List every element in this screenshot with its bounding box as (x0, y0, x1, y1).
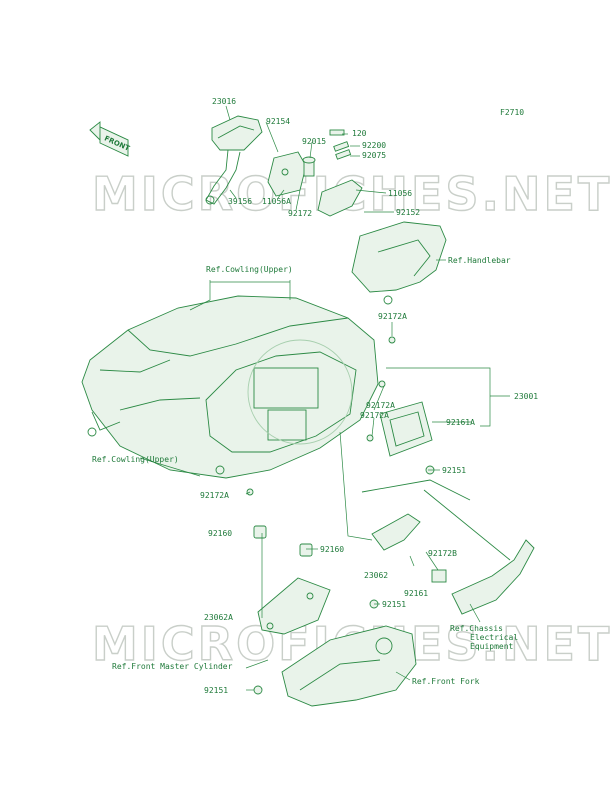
label-92172a-1: 92172A (378, 312, 407, 321)
label-92161: 92161 (404, 589, 428, 598)
label-92151-a: 92151 (442, 466, 466, 475)
label-ref-front-master-cylinder: Ref.Front Master Cylinder (112, 662, 233, 671)
label-120: 120 (352, 129, 367, 138)
bracket-23016-icon (205, 115, 263, 205)
label-92172b: 92172B (428, 549, 457, 558)
label-equipment: Equipment (470, 642, 514, 651)
label-92151-c: 92151 (204, 686, 228, 695)
label-39156: 39156 (228, 197, 252, 206)
label-92172: 92172 (288, 209, 312, 218)
label-23001: 23001 (514, 392, 538, 401)
label-ref-cowling-upper-top: Ref.Cowling(Upper) (206, 265, 293, 274)
pin-120-icon (329, 129, 352, 160)
label-92161a: 92161A (446, 418, 475, 427)
label-92172a-3: 92172A (360, 411, 389, 420)
cowling-upper-icon (81, 295, 379, 479)
figure-code: F2710 (500, 108, 524, 117)
label-11056a: 11056A (262, 197, 291, 206)
lower-stay-icon (257, 577, 331, 635)
bracket-23062-icon (361, 479, 471, 551)
label-ref-cowling-upper-left: Ref.Cowling(Upper) (92, 455, 179, 464)
label-23062a: 23062A (204, 613, 233, 622)
bracket-11056-icon (317, 179, 363, 217)
label-92160-a: 92160 (208, 529, 232, 538)
bolt-92015-icon (302, 156, 316, 177)
leader-lines (139, 105, 510, 691)
label-ref-front-fork: Ref.Front Fork (412, 677, 480, 686)
label-92151-b: 92151 (382, 600, 406, 609)
front-arrow-icon: FRONT (89, 121, 131, 157)
label-ref-chassis: Ref.Chassis (450, 624, 503, 633)
handlebar-bracket-icon (351, 221, 447, 305)
label-92015: 92015 (302, 137, 326, 146)
label-ref-handlebar: Ref.Handlebar (448, 256, 511, 265)
label-92160-b: 92160 (320, 545, 344, 554)
label-electrical: Electrical (470, 633, 518, 642)
bracket-11056a-icon (267, 151, 307, 197)
part-labels: 23016 92154 92015 120 92200 92075 39156 … (92, 97, 538, 695)
label-92152: 92152 (396, 208, 420, 217)
label-92075: 92075 (362, 151, 386, 160)
ecu-unit-icon (379, 401, 433, 457)
label-23016: 23016 (212, 97, 236, 106)
label-92172a-2: 92172A (366, 401, 395, 410)
grommet-92160-icon (253, 525, 313, 557)
label-23062: 23062 (364, 571, 388, 580)
label-92172a-4: 92172A (200, 491, 229, 500)
label-92154: 92154 (266, 117, 290, 126)
damper-92161-icon (431, 569, 447, 583)
front-fork-icon (281, 625, 417, 707)
label-11056: 11056 (388, 189, 412, 198)
bolt-92172a-icon (246, 336, 396, 496)
label-92200: 92200 (362, 141, 386, 150)
